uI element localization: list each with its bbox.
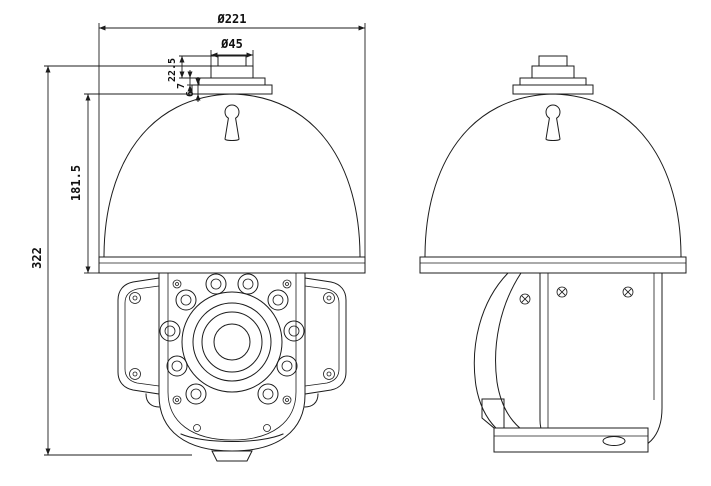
ir-led-array	[159, 273, 305, 405]
ir-led	[159, 320, 181, 342]
side-base	[481, 398, 649, 453]
base-plate	[493, 427, 649, 453]
ir-led	[283, 320, 305, 342]
ir-led	[267, 289, 289, 311]
dim-label-flange-height: 7	[176, 83, 187, 89]
dim-label-dome-height: 181.5	[69, 165, 83, 201]
ear-screw	[129, 292, 141, 304]
ir-led	[175, 289, 197, 311]
front-neck	[210, 65, 254, 79]
dim-label-collar-height: 6	[185, 91, 196, 97]
dimension-dome-height: 181.5	[69, 93, 192, 274]
side-collar	[512, 84, 594, 95]
ear-screw	[323, 368, 335, 380]
side-rim	[419, 256, 687, 274]
ear-screw	[323, 292, 335, 304]
dimension-cap-height: 22.5	[167, 55, 218, 82]
cross-screw	[556, 286, 568, 298]
bottom-screw	[263, 424, 271, 432]
dim-label-overall-height: 322	[30, 247, 44, 269]
dimension-overall-height: 322	[30, 65, 211, 456]
dimension-flange-height: 7	[176, 70, 199, 93]
base-slot	[602, 436, 626, 446]
bezel-screw	[172, 279, 182, 289]
dim-label-overall-width: Ø221	[217, 12, 247, 26]
ir-led	[185, 383, 207, 405]
side-flange	[519, 77, 587, 86]
front-keyhole-mark	[224, 104, 240, 141]
side-bracket-arm	[473, 272, 550, 451]
bezel-screw	[282, 395, 292, 405]
bottom-screw	[193, 424, 201, 432]
base-step	[481, 398, 505, 429]
mounting-ear-right	[304, 277, 347, 408]
side-top-fitting	[512, 55, 594, 95]
mounting-ear-left	[117, 277, 160, 408]
ir-led	[237, 273, 259, 295]
front-housing	[158, 272, 306, 462]
front-flange	[198, 77, 266, 86]
side-view	[419, 55, 687, 453]
ir-led	[166, 355, 188, 377]
front-rim	[98, 256, 366, 274]
front-view: Ø221 Ø45 322 181.5 22.5	[30, 12, 366, 462]
ir-led	[257, 383, 279, 405]
dim-label-top-fitting-diameter: Ø45	[220, 37, 243, 51]
front-collar	[191, 84, 273, 95]
housing-foot	[211, 450, 253, 462]
side-housing-body	[539, 272, 663, 453]
dimension-collar-height: 6	[185, 77, 201, 102]
side-neck	[531, 65, 575, 79]
dimension-overall-width: Ø221	[98, 12, 366, 257]
front-dome-outline	[103, 93, 361, 258]
dimension-top-fitting-diameter: Ø45	[210, 37, 254, 66]
side-keyhole-mark	[545, 104, 561, 141]
cross-screw	[622, 286, 634, 298]
side-screws	[519, 286, 634, 305]
ear-screw	[129, 368, 141, 380]
cross-screw	[519, 293, 531, 305]
bezel-screw	[282, 279, 292, 289]
side-cap	[538, 55, 568, 67]
dim-label-cap-height: 22.5	[167, 58, 178, 82]
front-top-fitting	[191, 55, 273, 95]
ir-led	[205, 273, 227, 295]
side-dome-outline	[424, 93, 682, 258]
bezel-screw	[172, 395, 182, 405]
ir-led	[276, 355, 298, 377]
front-cap	[217, 55, 247, 67]
housing-seam	[180, 433, 284, 442]
camera-lens	[181, 291, 283, 393]
